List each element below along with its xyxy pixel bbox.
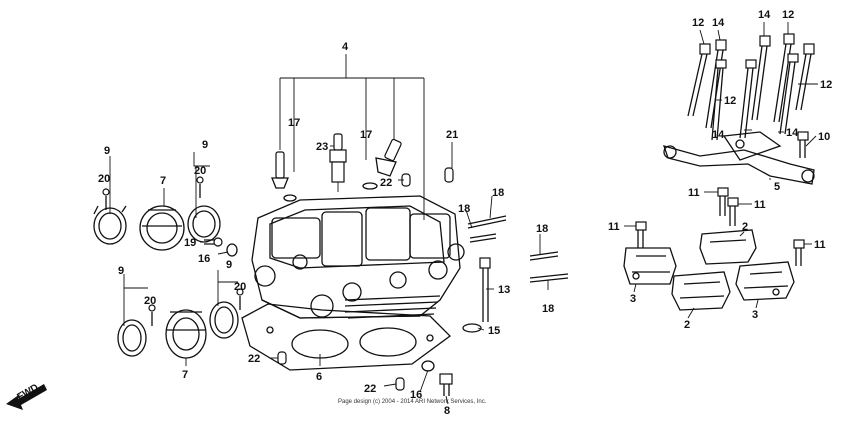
label-20b: 20 xyxy=(194,165,206,177)
washer-15 xyxy=(462,323,482,333)
stud-bolts xyxy=(467,215,569,283)
camshaft-holder-2-bottom xyxy=(671,271,731,311)
label-12d: 12 xyxy=(820,79,832,91)
center-leader-lines xyxy=(270,142,549,405)
label-2a: 2 xyxy=(742,221,748,233)
spark-plug xyxy=(329,133,347,192)
washer-16-bottom xyxy=(421,360,435,372)
screw-20-upper-right xyxy=(196,176,204,198)
camshaft-holder-2-top xyxy=(699,229,757,265)
label-13: 13 xyxy=(498,284,510,296)
long-bolts xyxy=(687,33,815,141)
label-20a: 20 xyxy=(98,173,110,185)
dowel-21 xyxy=(444,167,454,183)
label-14c: 14 xyxy=(712,129,725,141)
holder-plate xyxy=(662,131,815,185)
label-18b: 18 xyxy=(458,203,470,215)
label-19: 19 xyxy=(184,237,196,249)
label-20d: 20 xyxy=(234,281,246,293)
label-7a: 7 xyxy=(160,175,166,187)
label-15: 15 xyxy=(488,325,500,337)
bolt-8 xyxy=(439,373,453,396)
bolt-10 xyxy=(797,131,809,158)
label-10: 10 xyxy=(818,131,830,143)
insulator-lower xyxy=(165,309,207,359)
left-leader-lines xyxy=(109,152,238,366)
label-14b: 14 xyxy=(758,9,771,21)
clamp-band-lower-left xyxy=(117,319,147,357)
label-5: 5 xyxy=(774,181,780,193)
label-16a: 16 xyxy=(198,253,210,265)
label-17b: 17 xyxy=(360,129,372,141)
label-14a: 14 xyxy=(712,17,725,29)
label-14d: 14 xyxy=(786,127,799,139)
label-2b: 2 xyxy=(684,319,690,331)
label-9b: 9 xyxy=(202,139,208,151)
bolts-11 xyxy=(635,187,805,266)
label-12c: 12 xyxy=(724,95,736,107)
label-11c: 11 xyxy=(608,221,620,233)
head-gasket xyxy=(241,303,451,371)
screw-20-lower-right xyxy=(236,288,244,310)
label-18d: 18 xyxy=(542,303,554,315)
label-23: 23 xyxy=(316,141,328,153)
label-9c: 9 xyxy=(118,265,124,277)
label-22b: 22 xyxy=(248,353,260,365)
cylinder-head xyxy=(251,195,465,319)
dowel-22-bottom xyxy=(395,377,405,391)
label-11a: 11 xyxy=(688,187,700,199)
dowel-22-left xyxy=(277,351,287,365)
label-8: 8 xyxy=(444,405,450,417)
washer-16-left xyxy=(226,243,238,257)
bolt-19 xyxy=(204,237,223,247)
label-16b: 16 xyxy=(410,389,422,401)
label-20c: 20 xyxy=(144,295,156,307)
screw-20-lower-left xyxy=(148,304,156,326)
label-18c: 18 xyxy=(536,223,548,235)
forward-arrow-icon xyxy=(6,384,47,410)
insulator-upper-left xyxy=(139,205,185,251)
right-leader-lines xyxy=(624,22,818,319)
label-12b: 12 xyxy=(782,9,794,21)
label-17a: 17 xyxy=(288,117,300,129)
callout-labels: 4 17 17 23 21 22 22 22 18 18 18 18 13 15… xyxy=(98,9,832,417)
label-12a: 12 xyxy=(692,17,704,29)
label-21: 21 xyxy=(446,129,458,141)
camshaft-holder-3-left xyxy=(623,247,677,285)
label-11d: 11 xyxy=(814,239,826,251)
label-7b: 7 xyxy=(182,369,188,381)
label-22c: 22 xyxy=(364,383,376,395)
copyright-footer: Page design (c) 2004 - 2014 ARI Network … xyxy=(338,399,487,405)
bolt-13 xyxy=(479,257,491,322)
label-6: 6 xyxy=(316,371,322,383)
label-3a: 3 xyxy=(630,293,636,305)
label-18a: 18 xyxy=(492,187,504,199)
label-11b: 11 xyxy=(754,199,766,211)
valve-right xyxy=(362,138,402,190)
label-3b: 3 xyxy=(752,309,758,321)
label-9d: 9 xyxy=(226,259,232,271)
screw-20-upper-left xyxy=(102,188,110,210)
valve-left xyxy=(271,151,297,202)
label-4: 4 xyxy=(342,41,349,53)
camshaft-holder-3-right xyxy=(735,261,795,301)
label-9a: 9 xyxy=(104,145,110,157)
label-22a: 22 xyxy=(380,177,392,189)
clamp-band-lower-right xyxy=(209,301,239,339)
callout-bracket-4 xyxy=(279,54,425,220)
